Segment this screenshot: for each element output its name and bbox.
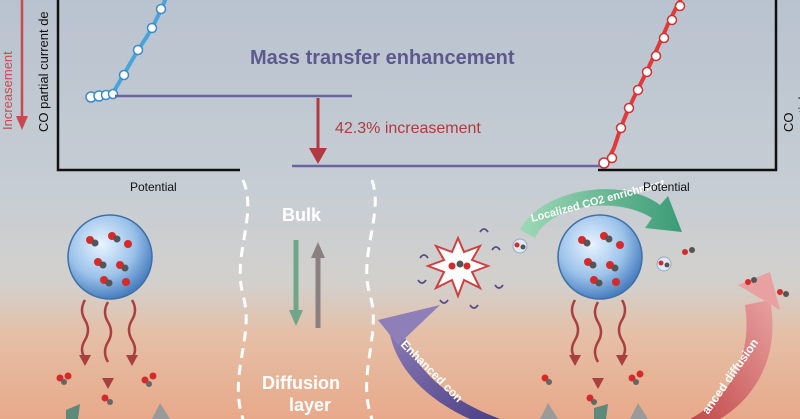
- bottom-arrows: [66, 403, 648, 419]
- increase-label: Increasement: [0, 51, 15, 130]
- diffusion-label-line2: layer: [288, 395, 332, 415]
- bulk-label: Bulk: [282, 205, 322, 225]
- improvement-label: 42.3% increasement: [335, 120, 481, 137]
- left-co2-bubble: [67, 214, 153, 300]
- right-x-axis-label: Potential: [643, 180, 690, 194]
- bulk-arrows: [289, 240, 325, 328]
- diffusion-layer-label: Diffusion layer: [262, 372, 340, 416]
- left-y-axis-label: CO partial current de: [36, 11, 51, 132]
- improvement-arrow: [309, 98, 327, 164]
- right-chart: [292, 0, 778, 172]
- diagram-title: Mass transfer enhancement: [250, 47, 515, 69]
- diffusion-label-line1: Diffusion: [262, 373, 340, 393]
- right-y-axis-label: CO partial current de: [781, 96, 800, 132]
- surface-molecules: [56, 370, 644, 405]
- left-curve: [93, 0, 168, 98]
- diffusion-boundaries: [236, 179, 377, 419]
- enhanced-conversion-arrow: Enhanced con: [378, 305, 500, 419]
- left-chart: [56, 0, 352, 172]
- floating-molecules: [512, 238, 789, 297]
- increase-arrow: [16, 0, 28, 130]
- diffusion-waves: [80, 299, 627, 363]
- left-x-axis-label: Potential: [130, 180, 177, 194]
- right-co2-bubble: [557, 214, 643, 300]
- enhanced-diffusion-arrow: anced diffusion: [690, 272, 780, 419]
- reaction-star: [417, 228, 504, 309]
